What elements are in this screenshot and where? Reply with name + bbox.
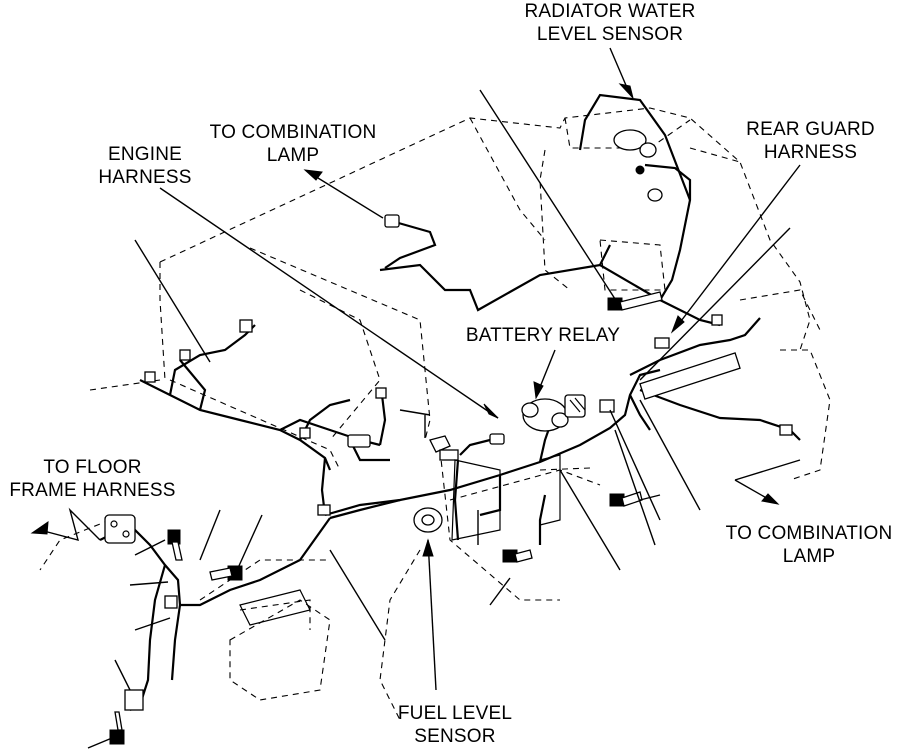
label-line: FUEL LEVEL	[397, 703, 513, 724]
label-line: HARNESS	[763, 142, 858, 163]
label-to-floor-frame-harness: TO FLOOR FRAME HARNESS	[0, 456, 185, 502]
leader-lines	[30, 47, 801, 749]
machine-body-outline	[39, 107, 831, 721]
bolts	[109, 291, 663, 745]
label-line: TO COMBINATION	[725, 523, 893, 544]
radiator-harness-wires	[379, 93, 721, 327]
label-line: SENSOR	[414, 726, 496, 747]
label-to-combination-lamp-right: TO COMBINATION LAMP	[713, 522, 901, 568]
label-line: LAMP	[782, 546, 836, 567]
label-fuel-level-sensor: FUEL LEVEL SENSOR	[385, 702, 525, 748]
label-line: FRAME HARNESS	[9, 480, 176, 501]
label-line: HARNESS	[98, 167, 192, 188]
label-line: TO COMBINATION	[209, 122, 377, 143]
label-engine-harness: ENGINE HARNESS	[90, 143, 200, 189]
label-line: BATTERY RELAY	[465, 325, 621, 346]
label-radiator-water-level-sensor: RADIATOR WATER LEVEL SENSOR	[505, 0, 715, 46]
label-line: REAR GUARD	[746, 119, 875, 140]
connectors	[104, 214, 793, 711]
label-rear-guard-harness: REAR GUARD HARNESS	[733, 118, 888, 164]
label-line: RADIATOR WATER	[524, 1, 696, 22]
label-to-combination-lamp-top: TO COMBINATION LAMP	[192, 121, 394, 167]
label-line: ENGINE	[107, 144, 183, 165]
label-line: LEVEL SENSOR	[536, 24, 684, 45]
label-battery-relay: BATTERY RELAY	[452, 324, 634, 347]
battery-relay	[521, 394, 586, 432]
engine-harness-wires	[139, 324, 661, 607]
label-line: TO FLOOR	[43, 457, 142, 478]
radiator-water-level-sensor	[613, 129, 663, 202]
fuel-level-sensor	[413, 507, 443, 533]
floor-frame-harness-wires	[99, 528, 182, 711]
brackets	[239, 454, 561, 626]
label-line: LAMP	[266, 145, 320, 166]
